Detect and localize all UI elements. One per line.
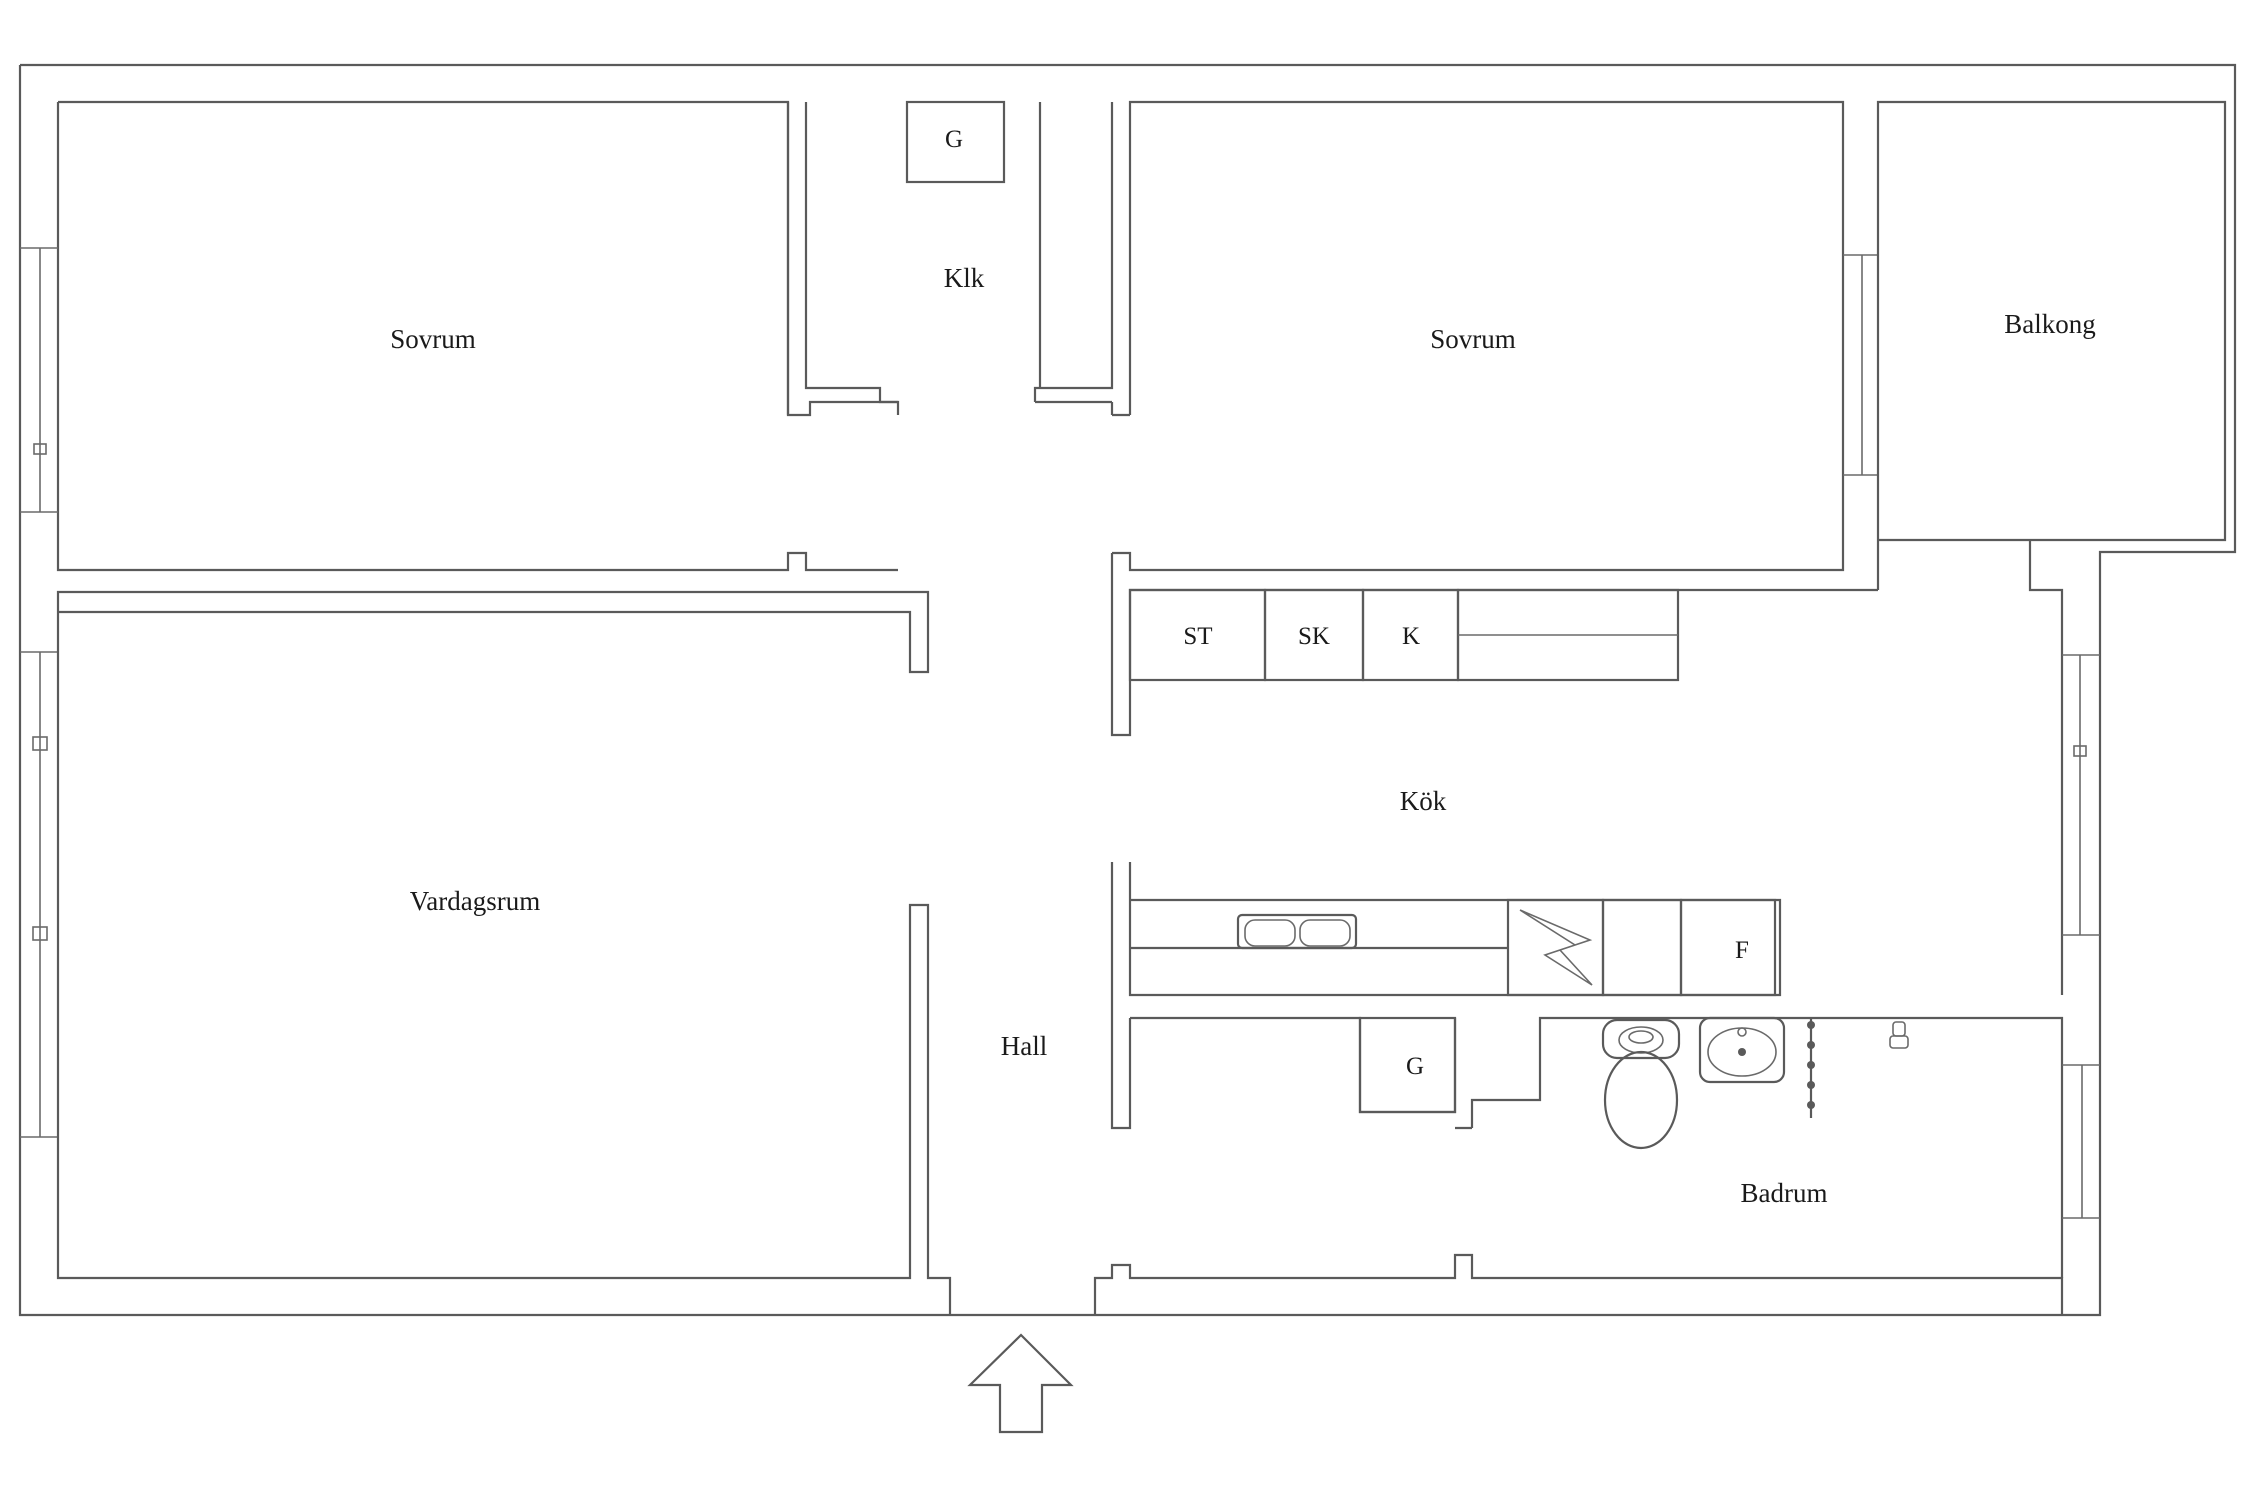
storage-cabinet-label: ST <box>1183 623 1212 650</box>
kitchen: ST SK K Kök F <box>1128 540 2100 997</box>
shoe-cabinet-label: SK <box>1298 623 1330 650</box>
shower-icon <box>1889 1021 1909 1049</box>
balcony: Balkong <box>1876 100 2227 590</box>
freezer <box>1679 898 1777 997</box>
towel-radiator-icon <box>1807 1018 1815 1118</box>
sink-icon <box>1236 913 1358 950</box>
left-windows <box>20 247 58 1138</box>
fridge-label: K <box>1402 623 1420 650</box>
hall-wardrobe-label: G <box>1406 1053 1424 1080</box>
stove-icon <box>1506 898 1605 997</box>
bathroom: Badrum <box>1455 1016 2100 1278</box>
balcony-label: Balkong <box>2004 309 2096 339</box>
hall-label: Hall <box>1001 1031 1048 1061</box>
closet-label: Klk <box>944 263 985 293</box>
living-room-label: Vardagsrum <box>410 886 540 916</box>
bedroom-left-label: Sovrum <box>390 324 476 354</box>
hall-wardrobe: G <box>1130 1016 1457 1114</box>
bathroom-label: Badrum <box>1741 1178 1828 1208</box>
living-room: Vardagsrum <box>56 590 952 1315</box>
closet-wardrobe <box>905 100 1006 184</box>
bedroom-right-label: Sovrum <box>1430 324 1516 354</box>
closet: G Klk <box>786 100 1130 417</box>
counter-lower <box>1601 898 1683 997</box>
toilet-icon <box>1601 1018 1681 1150</box>
bedroom-right: Sovrum <box>1112 100 1878 572</box>
bedroom-left: Sovrum <box>390 324 476 354</box>
hall: Hall <box>1001 553 2064 1315</box>
kitchen-label: Kök <box>1400 786 1447 816</box>
washbasin-icon <box>1698 1016 1786 1084</box>
freezer-label: F <box>1735 937 1749 964</box>
arrow-up-icon <box>967 1333 1074 1434</box>
closet-wardrobe-label: G <box>945 126 963 153</box>
